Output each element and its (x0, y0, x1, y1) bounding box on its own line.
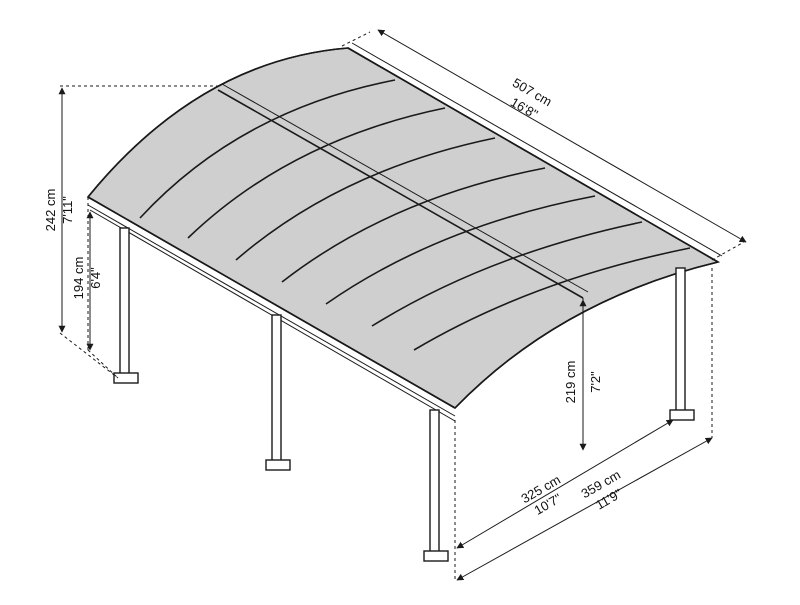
label-side-height-ft: 6'4" (88, 267, 103, 289)
post-front-left (113, 227, 139, 384)
dimension-arrows (58, 29, 747, 581)
arrow-inner-width (456, 419, 674, 549)
label-front-height-ft: 7'2" (588, 371, 603, 393)
label-front-height-cm: 219 cm (563, 361, 578, 404)
roof-rib (87, 47, 349, 198)
post-back-right (669, 267, 695, 421)
roof-panel (86, 47, 721, 410)
label-side-height-cm: 194 cm (71, 257, 86, 300)
label-total-height-cm: 242 cm (43, 189, 58, 232)
posts (113, 227, 695, 562)
arrow-outer-width (456, 437, 713, 581)
roof (86, 42, 723, 410)
roof-rib (413, 247, 691, 351)
post-front-right (423, 409, 449, 562)
post-front-middle (265, 314, 291, 471)
roof-rib (139, 79, 396, 219)
arrow-length (377, 29, 747, 243)
label-total-height-ft: 7'11" (60, 196, 75, 224)
